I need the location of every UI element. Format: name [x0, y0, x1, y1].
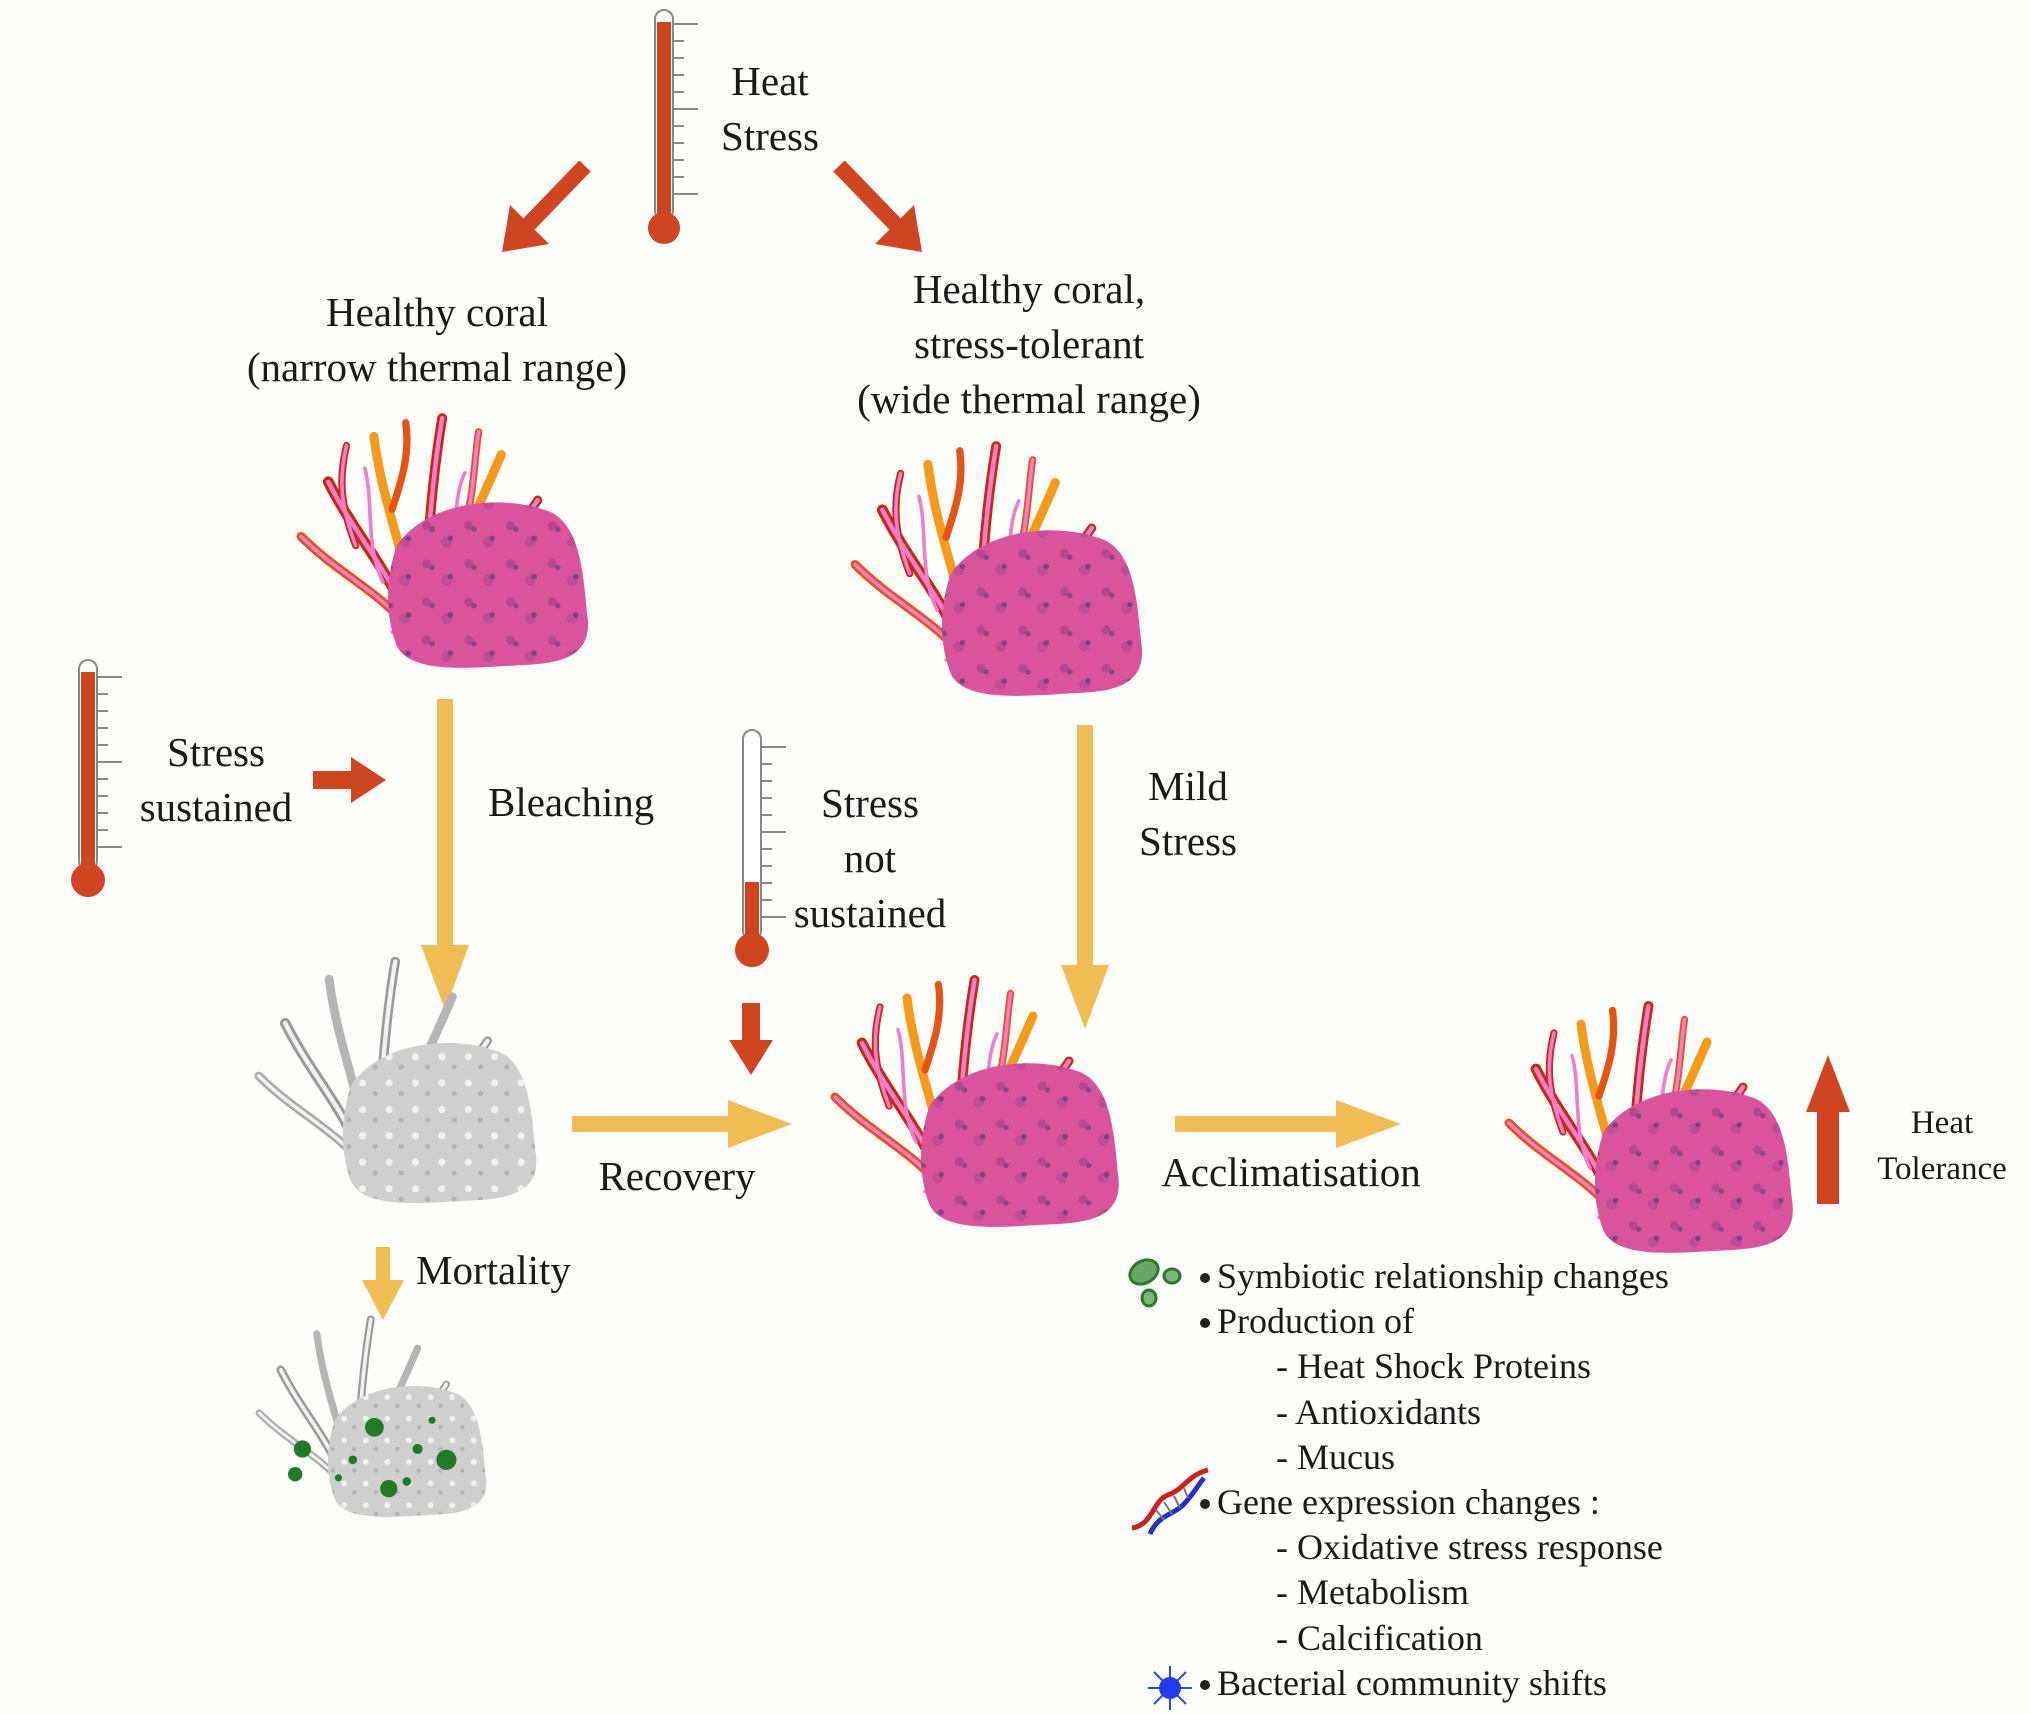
- mechanism-text: - Antioxidants: [1276, 1391, 1481, 1432]
- mechanism-item: Gene expression changes :: [1200, 1480, 1600, 1525]
- bullet-marker: [1200, 1318, 1210, 1329]
- mild-stress-label: Mild Stress: [1113, 759, 1263, 869]
- mechanism-text: - Mucus: [1276, 1436, 1395, 1477]
- recovery-label: Recovery: [598, 1153, 756, 1199]
- wide-coral-label: Healthy coral, stress-tolerant (wide the…: [779, 262, 1279, 427]
- arrow-mortality: [362, 1247, 404, 1320]
- wide-coral-line2: stress-tolerant: [914, 321, 1144, 367]
- heat-tolerance-label: Heat Tolerance: [1862, 1100, 2022, 1192]
- narrow-coral-label: Healthy coral (narrow thermal range): [187, 285, 687, 395]
- narrow-coral-line1: Healthy coral: [326, 289, 548, 335]
- heat-tolerance-line1: Heat: [1910, 1105, 1974, 1141]
- stress-not-sustained-line2: not: [843, 835, 897, 881]
- mechanism-text: - Oxidative stress response: [1276, 1527, 1663, 1568]
- mechanism-text: - Heat Shock Proteins: [1276, 1346, 1591, 1387]
- arrow-bleaching: [421, 699, 469, 1010]
- coral-acclimatised-image: [1509, 1006, 1793, 1253]
- coral-bleached-image: [259, 962, 537, 1203]
- acclimatisation-label: Acclimatisation: [1161, 1149, 1421, 1195]
- stress-not-sustained-label: Stress not sustained: [770, 776, 970, 941]
- arrow-acclimatisation: [1175, 1100, 1401, 1148]
- mechanism-item: - Metabolism: [1276, 1570, 1469, 1615]
- thermometer-heat-stress-icon: [648, 9, 698, 244]
- arrow-to-wide-coral: [833, 160, 922, 252]
- bullet-marker: [1200, 1679, 1210, 1690]
- mechanism-text: - Calcification: [1276, 1617, 1483, 1658]
- symbiont-icon: [1128, 1258, 1182, 1308]
- arrow-heat-tolerance-up: [1806, 1055, 1850, 1204]
- heat-tolerance-line2: Tolerance: [1877, 1151, 2007, 1187]
- mechanism-text: Symbiotic relationship changes: [1217, 1256, 1669, 1296]
- mechanism-item: - Antioxidants: [1276, 1390, 1481, 1435]
- arrow-stress-sustained: [313, 757, 386, 803]
- coral-dead-image: [259, 1319, 486, 1516]
- mild-stress-line1: Mild: [1148, 763, 1228, 809]
- bleaching-label: Bleaching: [488, 779, 655, 825]
- mechanism-text: Bacterial community shifts: [1217, 1662, 1607, 1703]
- bullet-marker: [1200, 1273, 1210, 1283]
- mechanism-text: - Metabolism: [1276, 1572, 1469, 1613]
- mild-stress-line2: Stress: [1139, 818, 1237, 864]
- dna-icon: [1131, 1467, 1209, 1536]
- mechanism-item: - Heat Shock Proteins: [1276, 1344, 1591, 1389]
- thermometer-not-sustained-icon: [735, 729, 786, 967]
- stress-sustained-line2: sustained: [139, 784, 293, 830]
- wide-coral-line3: (wide thermal range): [857, 376, 1201, 422]
- bullet-marker: [1200, 1499, 1210, 1509]
- coral-recovered-image: [835, 980, 1119, 1227]
- arrow-recovery: [572, 1100, 792, 1148]
- mechanism-item: Bacterial community shifts: [1200, 1661, 1607, 1706]
- mechanism-item: - Mucus: [1276, 1435, 1395, 1480]
- narrow-coral-line2: (narrow thermal range): [246, 344, 628, 390]
- mechanism-item: - Oxidative stress response: [1276, 1525, 1663, 1570]
- stress-sustained-line1: Stress: [167, 729, 265, 775]
- wide-coral-line1: Healthy coral,: [912, 266, 1146, 312]
- bacteria-icon: [1148, 1666, 1192, 1710]
- mechanism-item: Symbiotic relationship changes: [1200, 1254, 1669, 1299]
- stress-not-sustained-line3: sustained: [793, 890, 947, 936]
- thermometer-sustained-icon: [71, 659, 122, 897]
- heat-stress-line2: Stress: [721, 113, 819, 159]
- mechanism-text: Gene expression changes :: [1217, 1482, 1600, 1522]
- mechanism-item: - Calcification: [1276, 1616, 1483, 1661]
- mechanism-text: Production of: [1217, 1301, 1414, 1342]
- mechanism-item: Production of: [1200, 1299, 1414, 1344]
- coral-narrow-healthy-image: [301, 418, 588, 668]
- mortality-label: Mortality: [416, 1247, 571, 1293]
- heat-stress-line1: Heat: [731, 58, 809, 104]
- heat-stress-label: Heat Stress: [705, 54, 835, 164]
- arrow-to-narrow-coral: [502, 160, 591, 252]
- stress-sustained-label: Stress sustained: [116, 725, 316, 835]
- stress-not-sustained-line1: Stress: [821, 780, 919, 826]
- arrow-mild-stress: [1061, 725, 1109, 1029]
- arrow-stress-not-sustained: [729, 1003, 773, 1075]
- coral-wide-healthy-image: [855, 446, 1142, 696]
